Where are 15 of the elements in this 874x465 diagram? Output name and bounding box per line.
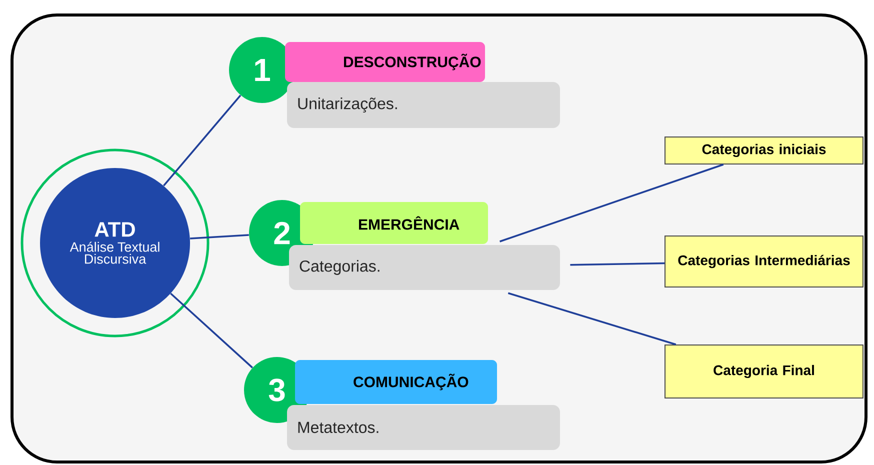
heading-tab: DESCONSTRUÇÃO: [285, 42, 485, 82]
heading-tab: COMUNICAÇÃO: [295, 360, 497, 404]
text-box: Categorias.: [289, 244, 560, 290]
category-box: Categorias iniciais: [664, 136, 864, 164]
text-box: Metatextos.: [287, 404, 560, 450]
heading-tab: EMERGÊNCIA: [300, 202, 488, 244]
category-box: Categoria Final: [664, 344, 864, 398]
connector-line: [508, 292, 676, 346]
connector-line: [190, 234, 249, 240]
category-box: Categorias Intermediárias: [664, 236, 864, 288]
connector-line: [570, 262, 665, 266]
connector-line: [170, 292, 254, 368]
connector-line: [163, 94, 242, 186]
text-box: Unitarizações.: [287, 82, 560, 128]
connector-line: [500, 164, 724, 242]
